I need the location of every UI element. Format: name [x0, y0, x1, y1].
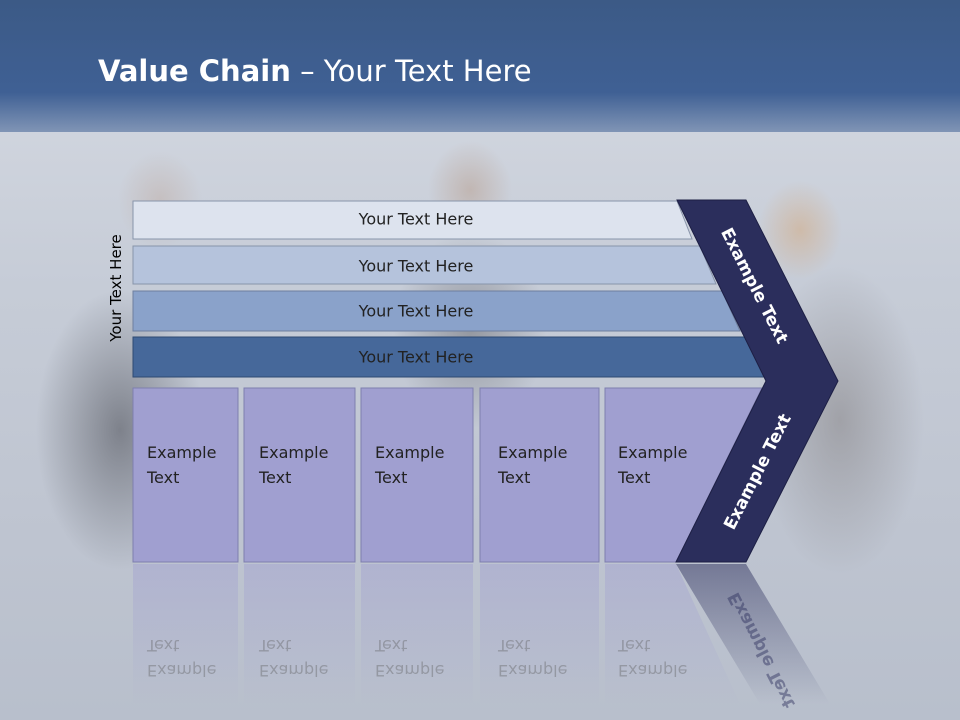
bar-2-label: Your Text Here: [358, 256, 474, 276]
bar-2: [132, 245, 717, 285]
box-4: [479, 387, 600, 563]
bar-1-label: Your Text Here: [358, 209, 474, 229]
box-1-line1: Example: [147, 443, 217, 462]
box-1-reflection: [133, 564, 238, 704]
box-4-reflect-line1: Example: [498, 661, 568, 680]
title-rest: – Your Text Here: [290, 54, 532, 88]
bar-4-label: Your Text Here: [358, 347, 474, 367]
box-5-reflect-line2: Text: [618, 636, 651, 655]
chevron-reflection: [676, 564, 830, 704]
box-1-reflect-line1: Example: [147, 661, 217, 680]
box-5-text-reflection: Example Text: [618, 633, 713, 683]
box-2-reflect-line1: Example: [259, 661, 329, 680]
box-1-reflect-line2: Text: [147, 636, 180, 655]
bar-3-label: Your Text Here: [358, 301, 474, 321]
box-3-reflect-line1: Example: [375, 661, 445, 680]
box-4-line1: Example: [498, 443, 568, 462]
box-3: [360, 387, 474, 563]
slide-title: Value Chain – Your Text Here: [98, 54, 532, 88]
box-2-reflect-line2: Text: [259, 636, 292, 655]
box-4-text-reflection: Example Text: [498, 633, 593, 683]
box-2-reflection: [244, 564, 355, 704]
box-4-reflect-line2: Text: [498, 636, 531, 655]
box-5-reflect-line1: Example: [618, 661, 688, 680]
box-4-reflection: [480, 564, 599, 704]
box-3-line1: Example: [375, 443, 445, 462]
bar-1: [132, 200, 693, 240]
box-2-line1: Example: [259, 443, 329, 462]
box-1-line2: Text: [147, 468, 180, 487]
box-5-reflection: [605, 564, 740, 704]
header-band: [0, 0, 960, 132]
box-5-line2: Text: [618, 468, 651, 487]
box-3-line2: Text: [375, 468, 408, 487]
box-3-text-reflection: Example Text: [375, 633, 470, 683]
box-2: [243, 387, 356, 563]
box-5-line1: Example: [618, 443, 688, 462]
value-chevron: [675, 199, 839, 563]
box-3-reflection: [361, 564, 473, 704]
box-2-text-reflection: Example Text: [259, 633, 354, 683]
box-3-reflect-line2: Text: [375, 636, 408, 655]
title-bold: Value Chain: [98, 54, 291, 88]
bar-3: [132, 290, 741, 332]
box-1-text-reflection: Example Text: [147, 633, 242, 683]
box-4-line2: Text: [498, 468, 531, 487]
box-1: [132, 387, 239, 563]
box-2-line2: Text: [259, 468, 292, 487]
